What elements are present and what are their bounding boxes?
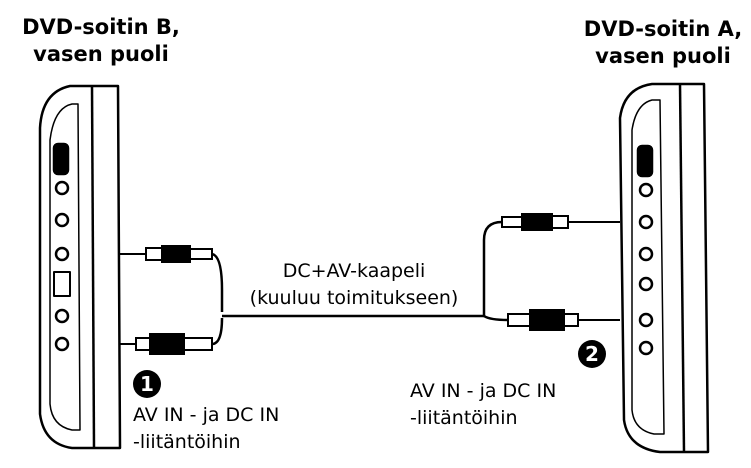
cable-label-line1: DC+AV-kaapeli [282,260,426,282]
player-a-port [638,246,654,262]
player-b-title: DVD-soitin B, vasen puoli [6,14,196,68]
cable-wire-dc-a [483,314,509,322]
player-b-title-line2: vasen puoli [33,42,169,66]
player-a-title: DVD-soitin A, vasen puoli [575,16,751,70]
cable-label: DC+AV-kaapeli (kuuluu toimitukseen) [214,258,494,312]
player-a-edge [678,83,686,453]
player-a-title-line2: vasen puoli [595,44,731,68]
dc-av-cable [211,220,509,346]
connection-2-label: AV IN - ja DC IN -liitäntöihin [410,378,556,432]
dvd-player-b [38,84,122,450]
player-a-port [638,182,654,198]
player-b-port [54,308,70,324]
player-b-port [54,180,70,196]
player-b-title-line1: DVD-soitin B, [22,15,180,39]
step-2-badge: 2 [578,340,606,368]
player-a-inner-edge [631,99,665,435]
plug-av-a [501,213,620,231]
player-b-port [54,212,70,228]
plug-av-b [120,245,213,263]
player-a-port-dc-in [638,312,654,328]
plug-dc-a [507,309,620,331]
connection-1-label: AV IN - ja DC IN -liitäntöihin [133,402,279,456]
player-b-edge [90,85,96,449]
dvd-player-a [618,82,710,454]
plug-dc-b [120,333,213,355]
connection-2-label-line1: AV IN - ja DC IN [410,380,557,402]
cable-label-line2: (kuuluu toimitukseen) [249,287,459,309]
step-1-badge: 1 [133,370,161,398]
cable-wire-av-a [482,220,503,316]
connection-1-label-line2: -liitäntöihin [133,431,241,453]
player-b-port-dc-in [54,336,70,352]
connection-2-label-line2: -liitäntöihin [410,407,518,429]
player-a-port-av-in [638,214,654,230]
player-b-inner-edge [49,103,81,431]
player-a-port [638,276,654,292]
player-a-switch [636,144,654,178]
cable-wire-av-b [211,252,224,312]
player-b-panel [53,271,71,297]
player-b-switch [52,142,70,176]
connection-1-label-line1: AV IN - ja DC IN [133,404,280,426]
player-b-port-av-in [54,246,70,262]
cable-wire-dc-b [211,317,224,346]
player-a-port [638,340,654,356]
player-a-title-line1: DVD-soitin A, [583,17,743,41]
player-a-body [618,82,710,454]
player-b-body [38,84,122,450]
